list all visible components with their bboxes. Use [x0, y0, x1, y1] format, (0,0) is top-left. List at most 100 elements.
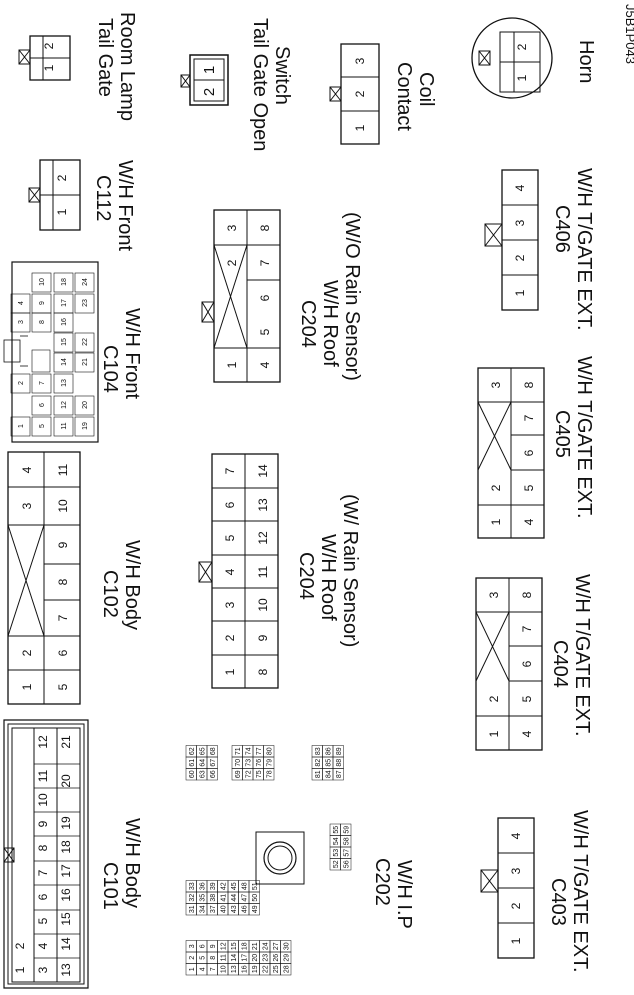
pin-89: 89 — [336, 747, 343, 755]
pin-cell — [280, 940, 292, 953]
pin-cell — [340, 823, 352, 836]
pin-4: 4 — [18, 301, 25, 305]
pin-3: 3 — [20, 502, 34, 509]
pin-2: 2 — [18, 381, 25, 385]
pin-13: 13 — [231, 965, 238, 973]
pin-4: 4 — [520, 730, 534, 737]
connector-label-line: (W/O Rain Sensor) — [341, 212, 363, 381]
pin-2: 2 — [513, 254, 527, 261]
pin-6: 6 — [39, 403, 46, 407]
pin-14: 14 — [61, 358, 68, 366]
connector-label-line: C112 — [92, 175, 114, 221]
pin-20: 20 — [59, 774, 73, 788]
pin-5: 5 — [223, 534, 237, 541]
connector-label-line: W/H T/GATE EXT. — [573, 356, 595, 519]
pin-4: 4 — [513, 184, 527, 191]
pin-21: 21 — [252, 942, 259, 950]
pin-cell — [53, 416, 74, 437]
pin-6: 6 — [36, 893, 50, 900]
pin-cell — [31, 349, 51, 373]
connector-label-line: C405 — [551, 410, 573, 458]
pin-14: 14 — [59, 937, 73, 951]
pin-52: 52 — [333, 860, 340, 868]
pin-2: 2 — [489, 484, 503, 491]
pin-86: 86 — [325, 747, 332, 755]
pin-19: 19 — [59, 816, 73, 830]
pin-11: 11 — [61, 422, 68, 429]
pin-1: 1 — [189, 967, 196, 971]
pin-61: 61 — [189, 759, 196, 767]
pin-2: 2 — [201, 88, 218, 96]
pin-24: 24 — [82, 278, 89, 286]
pin-84: 84 — [325, 770, 332, 778]
pin-3: 3 — [223, 601, 237, 608]
pin-67: 67 — [210, 759, 217, 767]
pin-3: 3 — [225, 224, 239, 231]
pin-8: 8 — [256, 668, 270, 675]
pin-56: 56 — [343, 860, 350, 868]
pin-71: 71 — [235, 747, 242, 755]
connector-c202 — [255, 831, 305, 885]
pin-2: 2 — [487, 695, 501, 702]
pin-cell — [53, 373, 74, 394]
connector-c405 — [477, 367, 545, 539]
pin-3: 3 — [189, 944, 196, 948]
pin-1: 1 — [18, 424, 25, 428]
pin-59: 59 — [343, 826, 350, 834]
pin-5: 5 — [522, 484, 536, 491]
pin-36: 36 — [199, 882, 206, 890]
pin-30: 30 — [283, 942, 290, 950]
pin-16: 16 — [241, 965, 248, 973]
connector-tailgate-room-lamp — [18, 35, 71, 81]
pin-49: 49 — [252, 905, 259, 913]
pin-15: 15 — [231, 942, 238, 950]
pin-2: 2 — [13, 942, 27, 949]
pin-cell — [74, 352, 95, 373]
connector-label-line: C406 — [551, 205, 573, 253]
connector-c404 — [475, 577, 543, 751]
pin-87: 87 — [336, 770, 343, 778]
pin-54: 54 — [333, 837, 340, 845]
pin-cell — [31, 416, 52, 437]
pin-21: 21 — [59, 735, 73, 749]
pin-83: 83 — [315, 747, 322, 755]
pin-5: 5 — [36, 917, 50, 924]
pin-cell — [53, 272, 74, 293]
connector-label-line: W/H Roof — [319, 280, 341, 367]
pin-37: 37 — [210, 905, 217, 913]
connector-label-line: Switch — [271, 46, 293, 105]
pin-1: 1 — [13, 966, 27, 973]
pin-cell — [53, 352, 74, 373]
pin-cell — [53, 395, 74, 416]
pin-4: 4 — [258, 361, 272, 368]
pin-2: 2 — [515, 43, 529, 50]
connector-label-line: Horn — [575, 40, 597, 83]
pin-69: 69 — [235, 770, 242, 778]
pin-10: 10 — [220, 965, 227, 973]
pin-6: 6 — [258, 294, 272, 301]
pin-7: 7 — [56, 614, 70, 621]
pin-10: 10 — [36, 793, 50, 807]
pin-cell — [10, 416, 31, 437]
connector-tailgate-open-switch — [180, 54, 229, 106]
pin-12: 12 — [256, 531, 270, 545]
pin-2: 2 — [509, 902, 523, 909]
connector-label-line: C204 — [297, 300, 319, 348]
pin-8: 8 — [520, 591, 534, 598]
pin-14: 14 — [231, 954, 238, 962]
pin-64: 64 — [199, 759, 206, 767]
pin-14: 14 — [256, 464, 270, 478]
pin-25: 25 — [273, 965, 280, 973]
pin-2: 2 — [42, 42, 56, 49]
connector-horn — [471, 17, 553, 99]
pin-77: 77 — [256, 747, 263, 755]
pin-7: 7 — [210, 967, 217, 971]
pin-50: 50 — [252, 894, 259, 902]
pin-76: 76 — [256, 759, 263, 767]
pin-cell — [31, 293, 52, 314]
pin-5: 5 — [39, 424, 46, 428]
pin-19: 19 — [252, 965, 259, 973]
pin-8: 8 — [36, 844, 50, 851]
